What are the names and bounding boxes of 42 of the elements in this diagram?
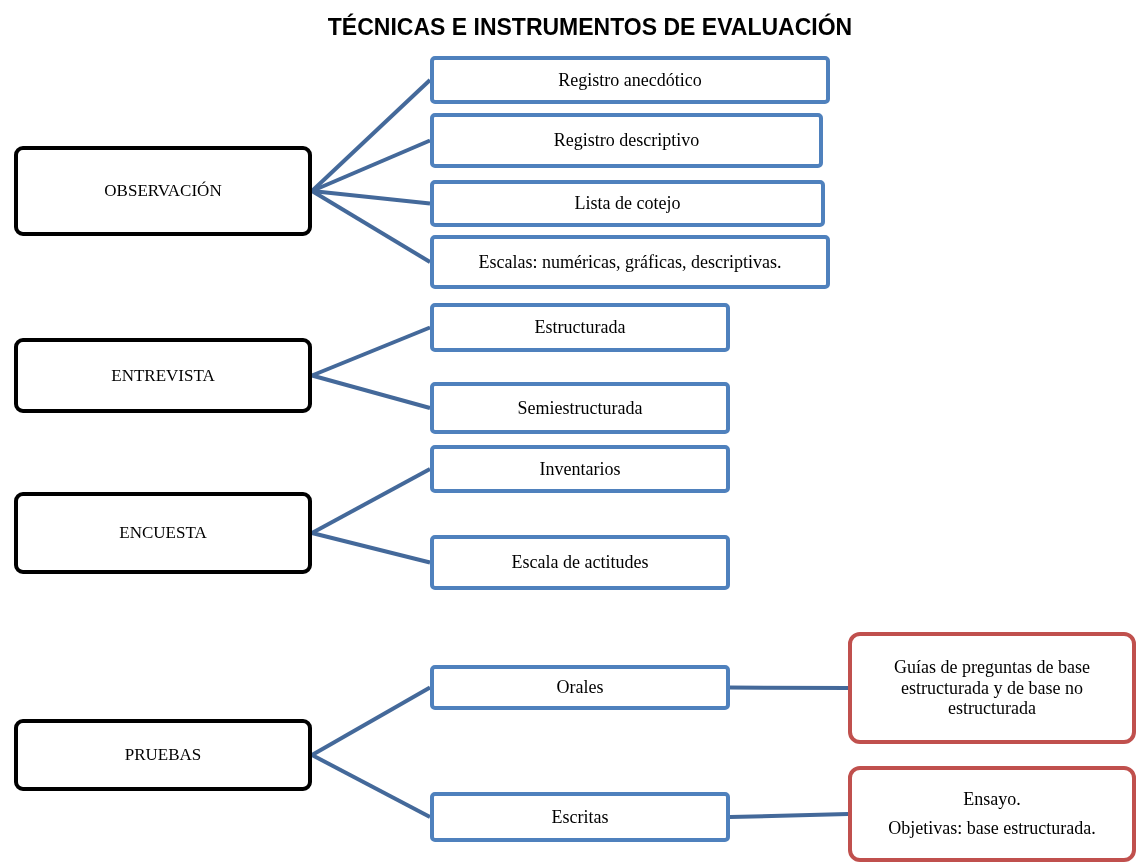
node-text: Registro descriptivo [553, 130, 700, 151]
node-text: Escala de actitudes [511, 552, 649, 573]
technique-box [14, 492, 312, 574]
technique-box [14, 719, 312, 791]
node-text: ENCUESTA [119, 523, 207, 543]
node-text: Escritas [551, 806, 609, 828]
connector-line [730, 685, 848, 690]
diagram-title: TÉCNICAS E INSTRUMENTOS DE EVALUACIÓN [326, 14, 854, 41]
connector-line [311, 685, 431, 757]
instrument-box [430, 180, 825, 227]
node-text: OBSERVACIÓN [104, 181, 222, 201]
connector-line [311, 467, 431, 535]
technique-box [14, 146, 312, 236]
instrument-box [430, 382, 730, 434]
node-text: Escalas: numéricas, gráficas, descriptivas. [478, 251, 782, 273]
instrument-box [430, 303, 730, 352]
node-text: PRUEBAS [124, 745, 202, 765]
node-text: Registro anecdótico [558, 69, 702, 91]
instrument-box [430, 445, 730, 493]
connector-line [311, 531, 431, 565]
instrument-box [430, 665, 730, 710]
instrument-box [430, 535, 730, 590]
node-text: Guías de preguntas de base estructurada y de base no estructurada [893, 656, 1091, 720]
node-text: Inventarios [539, 458, 621, 480]
connector-line [311, 325, 431, 378]
technique-box [14, 338, 312, 413]
detail-box [848, 632, 1136, 744]
instrument-box [430, 113, 823, 168]
node-text: Ensayo. [963, 789, 1021, 810]
connector-line [729, 812, 849, 819]
node-text: Lista de cotejo [574, 193, 681, 214]
instrument-box [430, 56, 830, 104]
node-text: Orales [556, 677, 604, 698]
node-text: Estructurada [534, 317, 626, 338]
instrument-box [430, 792, 730, 842]
node-text: Semiestructurada [517, 397, 643, 419]
node-text: ENTREVISTA [111, 365, 215, 386]
connector-line [311, 373, 431, 410]
instrument-box [430, 235, 830, 289]
detail-box [848, 766, 1136, 862]
connector-line [311, 753, 431, 819]
node-text: Objetivas: base estructurada. [888, 818, 1096, 839]
